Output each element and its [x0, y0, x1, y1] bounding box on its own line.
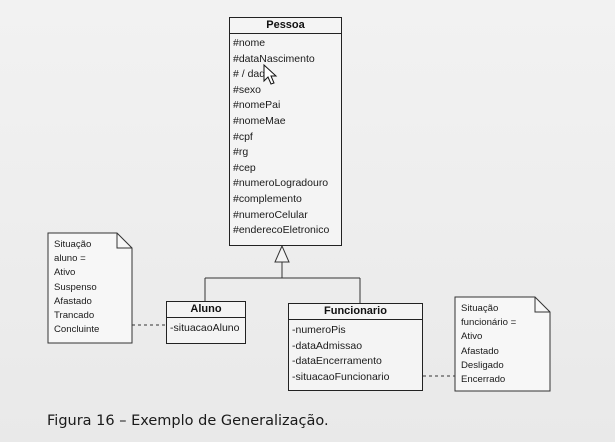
attribute: #cpf: [233, 130, 253, 143]
attribute: #nomeMae: [233, 114, 286, 127]
note-fold-aluno: [116, 233, 132, 249]
note-line: Concluinte: [54, 324, 100, 336]
class-aluno-name: Aluno: [167, 302, 245, 318]
attribute: #sexo: [233, 83, 262, 96]
class-funcionario-attributes: -numeroPis -dataAdmissao -dataEncerramen…: [289, 320, 422, 385]
attribute: #numeroCelular: [233, 208, 308, 221]
note-line: funcionário =: [461, 317, 517, 329]
mouse-cursor-icon: [263, 64, 278, 85]
class-funcionario-name: Funcionario: [289, 304, 422, 320]
note-fold-funcionario: [534, 297, 550, 313]
class-pessoa-name: Pessoa: [230, 18, 341, 34]
note-line: Afastado: [54, 295, 92, 307]
generalization-arrowhead: [274, 244, 290, 263]
note-line: Afastado: [461, 345, 499, 357]
attribute: #rg: [233, 146, 249, 159]
note-line: Desligado: [461, 359, 504, 371]
note-line: Ativo: [461, 331, 483, 343]
note-shape-funcionario: [454, 296, 551, 392]
note-line: Situação: [461, 303, 499, 314]
note-aluno: Situação aluno = Ativo Suspenso Afastado…: [49, 234, 131, 342]
note-line: Trancado: [54, 310, 95, 322]
attribute: #nome: [233, 37, 266, 49]
attribute: # / dade: [233, 68, 271, 81]
figure-caption: Figura 16 – Exemplo de Generalização.: [47, 413, 329, 429]
attribute: #numeroLogradouro: [233, 177, 329, 190]
attribute: #cep: [233, 161, 256, 174]
attribute: -numeroPis: [292, 324, 346, 336]
attribute: #complemento: [233, 192, 302, 205]
class-aluno-attributes: -situacaoAluno: [167, 318, 245, 337]
class-aluno[interactable]: Aluno -situacaoAluno: [166, 301, 246, 344]
attribute: -dataEncerramento: [292, 355, 382, 368]
note-line: aluno =: [54, 253, 86, 265]
attribute: #nomePai: [233, 99, 281, 112]
class-pessoa[interactable]: Pessoa #nome #dataNascimento # / dade #s…: [229, 17, 342, 246]
note-shape-aluno: [47, 232, 133, 344]
note-line: Situação: [54, 239, 92, 250]
attribute: -situacaoFuncionario: [292, 370, 390, 383]
note-line: Encerrado: [461, 374, 506, 386]
note-line: Suspenso: [54, 281, 97, 293]
class-funcionario[interactable]: Funcionario -numeroPis -dataAdmissao -da…: [288, 303, 423, 391]
class-pessoa-attributes: #nome #dataNascimento # / dade #sexo #no…: [230, 34, 341, 239]
attribute: -dataAdmissao: [292, 339, 363, 352]
attribute: #enderecoEletronico: [233, 224, 330, 237]
attribute: #dataNascimento: [233, 52, 315, 65]
note-line: Ativo: [54, 267, 76, 279]
note-funcionario: Situação funcionário = Ativo Afastado De…: [456, 298, 549, 390]
attribute: -situacaoAluno: [170, 322, 240, 334]
